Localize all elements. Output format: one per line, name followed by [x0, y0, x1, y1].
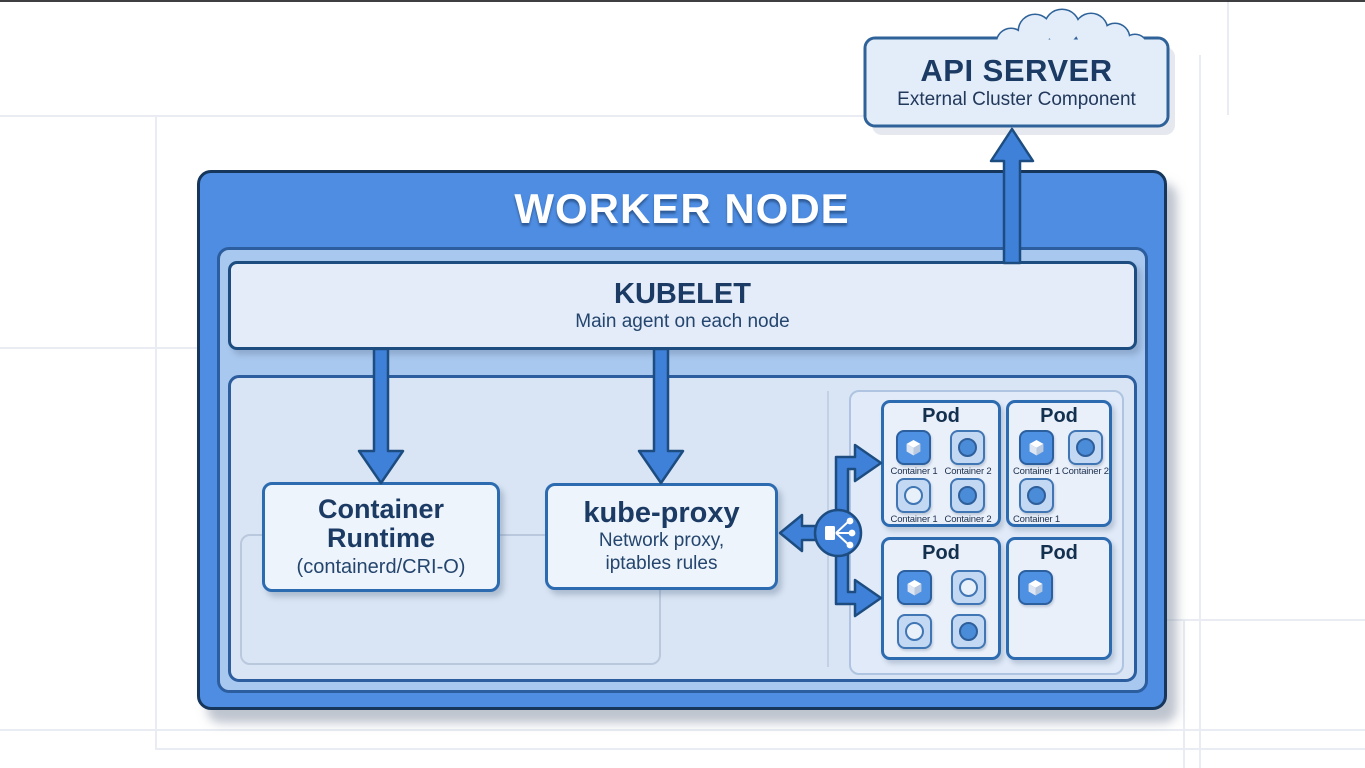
grid-line	[0, 729, 1365, 731]
container-cell	[896, 570, 932, 605]
container-circle-dot	[904, 486, 924, 505]
container-label: Container 1	[890, 466, 938, 477]
container-circle-dot	[958, 622, 978, 641]
pod-title: Pod	[1040, 542, 1078, 564]
container-label: Container 2	[944, 514, 992, 525]
container-cell	[950, 614, 986, 649]
container-circle-icon	[950, 478, 986, 513]
grid-line	[1199, 55, 1201, 768]
worker-node-title: WORKER NODE	[514, 185, 850, 232]
container-runtime-title-line2: Runtime	[327, 523, 435, 553]
pods-divider-line	[827, 391, 829, 667]
container-label: Container 1	[1013, 466, 1060, 477]
container-cube-icon	[896, 570, 932, 605]
container-circle-icon	[950, 570, 986, 605]
container-cell: Container 2	[1062, 430, 1109, 478]
top-border-line	[0, 0, 1365, 2]
container-cell	[950, 570, 986, 605]
container-label: Container 1	[1013, 514, 1060, 525]
grid-line	[155, 748, 1365, 750]
container-cell	[896, 614, 932, 649]
container-circle-icon	[1067, 430, 1103, 465]
grid-line	[1183, 619, 1185, 768]
container-label: Container 2	[944, 466, 992, 477]
worker-node-inner-panel: KUBELET Main agent on each node Containe…	[217, 247, 1148, 693]
api-server-box: API SERVER External Cluster Component	[865, 38, 1168, 126]
container-circle-dot	[958, 438, 978, 457]
container-cell: Container 1	[1013, 430, 1060, 478]
container-circle-dot	[904, 622, 924, 641]
pod-box: Pod	[881, 537, 1001, 660]
container-cube-icon	[907, 439, 921, 456]
api-server-title: API SERVER	[920, 53, 1113, 88]
grid-line	[1166, 619, 1365, 621]
pod-box: Pod	[1006, 537, 1112, 660]
kube-proxy-subtitle-line2: iptables rules	[605, 553, 718, 574]
grid-line	[0, 115, 866, 117]
container-cube-icon	[1029, 439, 1044, 456]
container-circle-dot	[1026, 486, 1046, 505]
kubelet-title: KUBELET	[614, 277, 751, 310]
grid-line	[0, 347, 197, 349]
worker-node-box: WORKER NODE KUBELET Main agent on each n…	[197, 170, 1167, 710]
api-server-subtitle: External Cluster Component	[897, 89, 1136, 110]
grid-line	[1227, 0, 1229, 115]
container-cube-icon	[1018, 430, 1054, 465]
kube-proxy-subtitle-line1: Network proxy,	[598, 530, 725, 551]
container-circle-icon	[896, 614, 932, 649]
container-cell	[1018, 570, 1053, 605]
pod-container-grid: Container 1 Container 2 Container 1 Contain…	[884, 430, 998, 526]
container-cube-icon	[1018, 570, 1053, 605]
container-cube-icon	[907, 579, 921, 596]
components-panel: Container Runtime (containerd/CRI-O) kub…	[228, 375, 1137, 682]
container-label: Container 2	[1061, 466, 1109, 477]
container-circle-icon	[1018, 478, 1054, 513]
container-circle-icon	[950, 430, 986, 465]
pod-container-grid	[1009, 570, 1109, 605]
container-circle-icon	[950, 614, 986, 649]
container-runtime-subtitle: (containerd/CRI-O)	[296, 556, 466, 578]
container-cell: Container 1	[891, 478, 938, 526]
container-circle-dot	[1075, 438, 1095, 457]
container-label: Container 1	[890, 514, 938, 525]
container-cell: Container 1	[1013, 478, 1060, 526]
pod-container-grid	[884, 570, 998, 649]
kubelet-box: KUBELET Main agent on each node	[228, 261, 1137, 350]
kubelet-subtitle: Main agent on each node	[575, 310, 790, 332]
container-runtime-title-line1: Container	[317, 494, 444, 524]
kube-proxy-title: kube-proxy	[583, 497, 740, 529]
container-circle-dot	[958, 486, 978, 505]
pod-title: Pod	[1040, 405, 1078, 427]
container-cell: Container 2	[945, 430, 992, 478]
container-cube-icon	[896, 430, 932, 465]
container-cube-icon	[1028, 579, 1043, 596]
container-circle-icon	[896, 478, 932, 513]
container-circle-dot	[958, 578, 978, 597]
container-cell: Container 2	[945, 478, 992, 526]
pod-title: Pod	[922, 542, 960, 564]
pod-title: Pod	[922, 405, 960, 427]
container-cell: Container 1	[891, 430, 938, 478]
kube-proxy-box: kube-proxy Network proxy, iptables rules	[545, 483, 778, 590]
grid-line	[155, 115, 157, 750]
container-runtime-box: Container Runtime (containerd/CRI-O)	[262, 482, 500, 592]
